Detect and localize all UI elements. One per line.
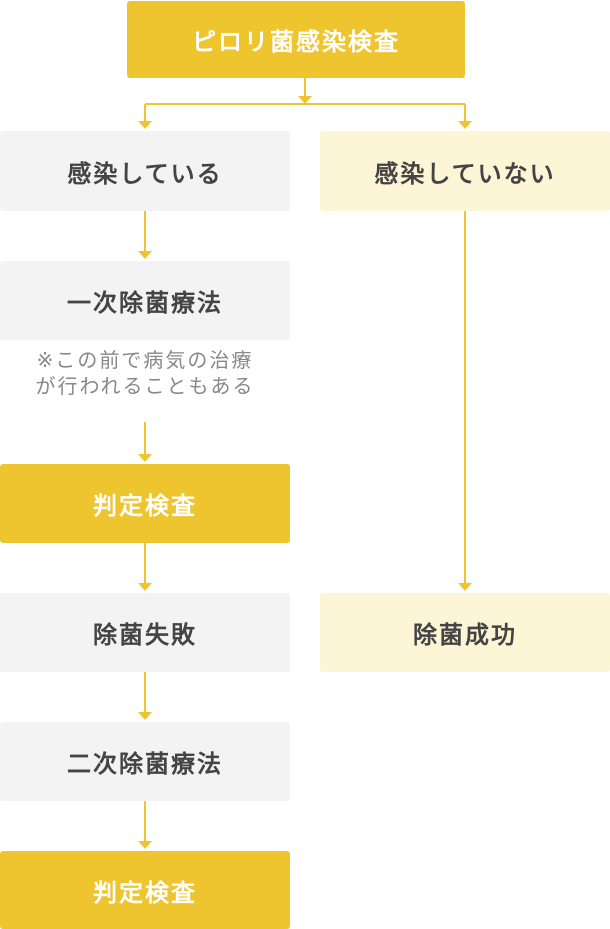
second-eradication-box: 二次除菌療法 bbox=[0, 722, 290, 801]
first-test-box: 判定検査 bbox=[0, 464, 290, 543]
infected-box: 感染している bbox=[0, 131, 290, 211]
success-label: 除菌成功 bbox=[413, 621, 517, 649]
second-test-box: 判定検査 bbox=[0, 851, 290, 929]
first-test-label: 判定検査 bbox=[93, 492, 197, 520]
arrowhead-second-eradication bbox=[138, 712, 152, 720]
failure-box: 除菌失敗 bbox=[0, 593, 290, 672]
arrowhead-failure bbox=[138, 583, 152, 591]
failure-label: 除菌失敗 bbox=[93, 621, 197, 649]
infected-label: 感染している bbox=[67, 159, 223, 188]
not-infected-label: 感染していない bbox=[374, 159, 556, 188]
success-box: 除菌成功 bbox=[320, 593, 610, 672]
root-box: ピロリ菌感染検査 bbox=[127, 1, 465, 78]
arrowhead-first-eradication bbox=[138, 251, 152, 259]
arrowhead-first-test bbox=[138, 454, 152, 462]
first-eradication-box: 一次除菌療法 bbox=[0, 261, 290, 340]
treatment-note-line2: が行われることもある bbox=[35, 374, 255, 398]
arrowhead-infected bbox=[138, 121, 152, 129]
arrowhead-root bbox=[298, 96, 312, 104]
arrowhead-second-test bbox=[138, 841, 152, 849]
arrowhead-success bbox=[458, 583, 472, 591]
second-test-label: 判定検査 bbox=[93, 878, 197, 907]
root-label: ピロリ菌感染検査 bbox=[192, 28, 400, 56]
second-eradication-label: 二次除菌療法 bbox=[67, 750, 223, 778]
first-eradication-label: 一次除菌療法 bbox=[67, 289, 223, 317]
treatment-note-line1: ※この前で病気の治療 bbox=[36, 348, 254, 372]
treatment-note: ※この前で病気の治療 が行われることもある bbox=[0, 347, 290, 399]
not-infected-box: 感染していない bbox=[320, 131, 610, 211]
arrowhead-not-infected bbox=[458, 121, 472, 129]
